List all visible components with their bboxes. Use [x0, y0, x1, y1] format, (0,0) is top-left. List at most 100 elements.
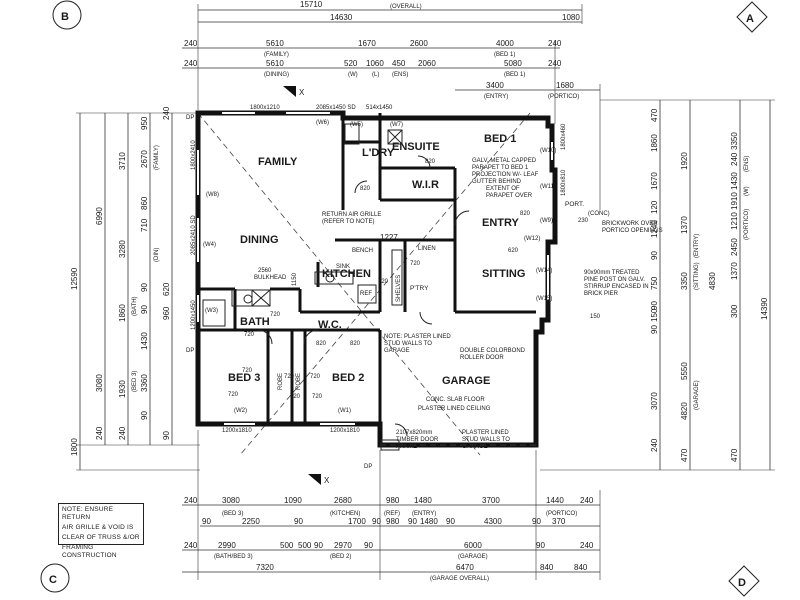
- pantry-shelves: [391, 249, 403, 306]
- svg-text:1200x1810: 1200x1810: [330, 428, 360, 434]
- svg-text:750: 750: [650, 276, 659, 290]
- svg-text:150: 150: [590, 314, 601, 320]
- svg-text:STUD WALLS TO: STUD WALLS TO: [462, 437, 510, 443]
- door-swing-garage: [394, 423, 408, 437]
- svg-text:1080: 1080: [562, 13, 580, 22]
- svg-text:14390: 14390: [760, 297, 769, 320]
- svg-text:(W14): (W14): [536, 268, 552, 274]
- svg-text:(BED 1): (BED 1): [494, 52, 515, 58]
- svg-text:3350: 3350: [730, 132, 739, 150]
- svg-text:240: 240: [650, 438, 659, 452]
- svg-text:1430: 1430: [730, 172, 739, 190]
- svg-text:(BED 3): (BED 3): [222, 511, 243, 517]
- svg-text:3070: 3070: [650, 392, 659, 410]
- room-linen: LINEN: [418, 246, 436, 252]
- svg-text:BRICKWORK OVER: BRICKWORK OVER: [602, 221, 658, 227]
- construction-note-line-4: FRAMING CONSTRUCTION: [62, 544, 117, 559]
- note-plaster-1: NOTE: PLASTER LINED STUD WALLS TO GARAGE: [384, 334, 451, 354]
- svg-text:90x90mm TREATED: 90x90mm TREATED: [584, 270, 640, 276]
- svg-text:RETURN AIR GRILLE: RETURN AIR GRILLE: [322, 212, 381, 218]
- svg-text:6470: 6470: [456, 563, 474, 572]
- svg-text:2450: 2450: [730, 238, 739, 256]
- room-sitting: SITTING: [482, 268, 525, 280]
- section-marker-bottom: X: [308, 474, 330, 485]
- svg-text:3400: 3400: [486, 81, 504, 90]
- svg-text:3280: 3280: [118, 240, 127, 258]
- svg-text:90: 90: [532, 517, 541, 526]
- svg-text:1060: 1060: [366, 59, 384, 68]
- svg-text:X: X: [299, 88, 305, 97]
- svg-text:720: 720: [244, 332, 255, 338]
- note-conc: (CONC): [588, 211, 610, 217]
- grid-bubble-b: B: [52, 0, 82, 30]
- svg-text:1200x1810: 1200x1810: [222, 428, 252, 434]
- svg-text:240: 240: [184, 541, 198, 550]
- svg-text:1920: 1920: [680, 152, 689, 170]
- svg-text:1800: 1800: [70, 438, 79, 456]
- svg-text:(L): (L): [372, 72, 379, 78]
- svg-text:(W8): (W8): [206, 192, 219, 198]
- svg-text:500: 500: [298, 541, 312, 550]
- sink-fixture: [325, 273, 335, 283]
- svg-text:90: 90: [536, 541, 545, 550]
- svg-text:520: 520: [344, 59, 358, 68]
- svg-text:370: 370: [552, 517, 566, 526]
- svg-text:GARAGE: GARAGE: [462, 444, 488, 450]
- svg-text:(BATH): (BATH): [132, 296, 138, 316]
- svg-text:90: 90: [372, 517, 381, 526]
- svg-text:230: 230: [578, 218, 589, 224]
- svg-text:720: 720: [378, 279, 389, 285]
- svg-text:5080: 5080: [504, 59, 522, 68]
- svg-text:(W): (W): [348, 72, 358, 78]
- svg-text:5610: 5610: [266, 39, 284, 48]
- svg-text:1240: 1240: [650, 220, 659, 238]
- svg-text:2990: 2990: [218, 541, 236, 550]
- svg-text:1800x810: 1800x810: [561, 169, 567, 196]
- svg-text:(GARAGE): (GARAGE): [458, 554, 488, 560]
- construction-note-line-3: CLEAR OF TRUSS &/OR: [62, 534, 140, 541]
- svg-text:820: 820: [316, 341, 327, 347]
- room-wc: W.C.: [318, 319, 342, 331]
- svg-text:NOTE: PLASTER LINED: NOTE: PLASTER LINED: [384, 334, 451, 340]
- svg-text:1700: 1700: [348, 517, 366, 526]
- svg-text:(KITCHEN): (KITCHEN): [330, 511, 360, 517]
- svg-text:980: 980: [386, 517, 400, 526]
- svg-text:14630: 14630: [330, 13, 353, 22]
- construction-note-line-1: NOTE: ENSURE RETURN: [62, 506, 114, 521]
- svg-text:240: 240: [580, 496, 594, 505]
- svg-text:3080: 3080: [222, 496, 240, 505]
- svg-text:EXTENT OF: EXTENT OF: [486, 186, 520, 192]
- svg-text:(W1): (W1): [338, 408, 351, 414]
- svg-text:720: 720: [310, 374, 321, 380]
- door-swing-bath: [257, 329, 273, 345]
- svg-text:4000: 4000: [496, 39, 514, 48]
- svg-text:1440: 1440: [546, 496, 564, 505]
- grid-bubble-a: A: [736, 1, 768, 33]
- svg-text:1370: 1370: [730, 262, 739, 280]
- svg-text:470: 470: [680, 448, 689, 462]
- section-marker-top: X: [283, 86, 305, 97]
- svg-text:2250: 2250: [242, 517, 260, 526]
- svg-text:(W): (W): [744, 186, 750, 196]
- room-bath: BATH: [240, 316, 270, 328]
- door-swing-ensuite: [417, 155, 431, 169]
- svg-text:6000: 6000: [464, 541, 482, 550]
- svg-text:C: C: [49, 574, 57, 586]
- svg-text:(BED 1): (BED 1): [504, 72, 525, 78]
- sink-label: SINK: [336, 264, 350, 270]
- svg-text:2560: 2560: [258, 268, 272, 274]
- svg-text:710: 710: [140, 218, 149, 232]
- svg-text:GALV. METAL CAPPED: GALV. METAL CAPPED: [472, 158, 537, 164]
- svg-text:840: 840: [540, 563, 554, 572]
- svg-text:4820: 4820: [680, 402, 689, 420]
- svg-text:ROLLER DOOR: ROLLER DOOR: [460, 355, 504, 361]
- top-dimensions: 15710 (OVERALL) 14630 1080 240 5610 1670…: [182, 0, 600, 100]
- laundry-tub: [344, 123, 360, 145]
- bath-tub: [202, 299, 226, 327]
- svg-text:2970: 2970: [334, 541, 352, 550]
- svg-text:12590: 12590: [70, 267, 79, 290]
- window-marks: [197, 112, 553, 425]
- svg-text:240: 240: [118, 426, 127, 440]
- svg-text:2085x2410 SD: 2085x2410 SD: [191, 215, 197, 255]
- room-ldry: L'DRY: [362, 147, 395, 159]
